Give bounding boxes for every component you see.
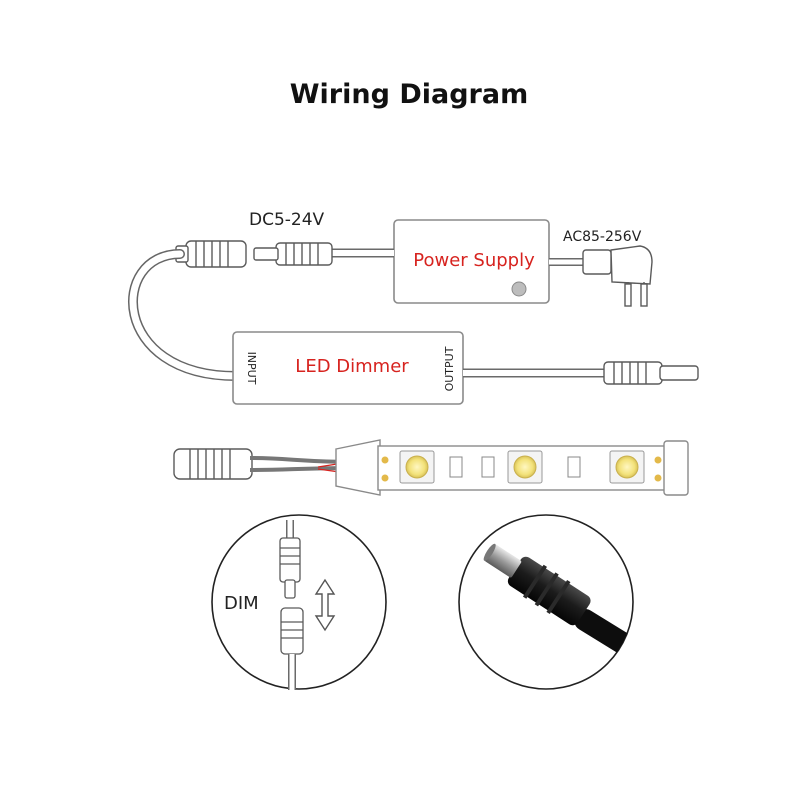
- led-dimmer-box: LED Dimmer INPUT OUTPUT: [232, 331, 464, 405]
- diagram-title: Wiring Diagram: [290, 79, 528, 110]
- input-cable: [128, 249, 241, 381]
- led-dimmer-label: LED Dimmer: [295, 356, 409, 377]
- ac-plug-icon: [549, 245, 653, 307]
- power-supply-label: Power Supply: [413, 250, 535, 271]
- plug-closeup-detail: [458, 514, 634, 690]
- led-strip-icon: [173, 439, 689, 496]
- dc-plug-icon: [253, 242, 394, 266]
- power-supply-box: Power Supply: [393, 219, 550, 304]
- input-port-label: INPUT: [245, 352, 258, 385]
- dc-voltage-label: DC5-24V: [249, 210, 325, 230]
- status-led-icon: [511, 281, 527, 297]
- ac-voltage-label: AC85-256V: [563, 229, 642, 245]
- double-arrow-icon: [314, 578, 336, 632]
- dim-label: DIM: [224, 593, 259, 614]
- output-plug-icon: [463, 361, 699, 385]
- output-port-label: OUTPUT: [443, 346, 456, 391]
- dim-connection-detail: DIM: [211, 514, 387, 690]
- dc-socket-icon: [175, 240, 247, 268]
